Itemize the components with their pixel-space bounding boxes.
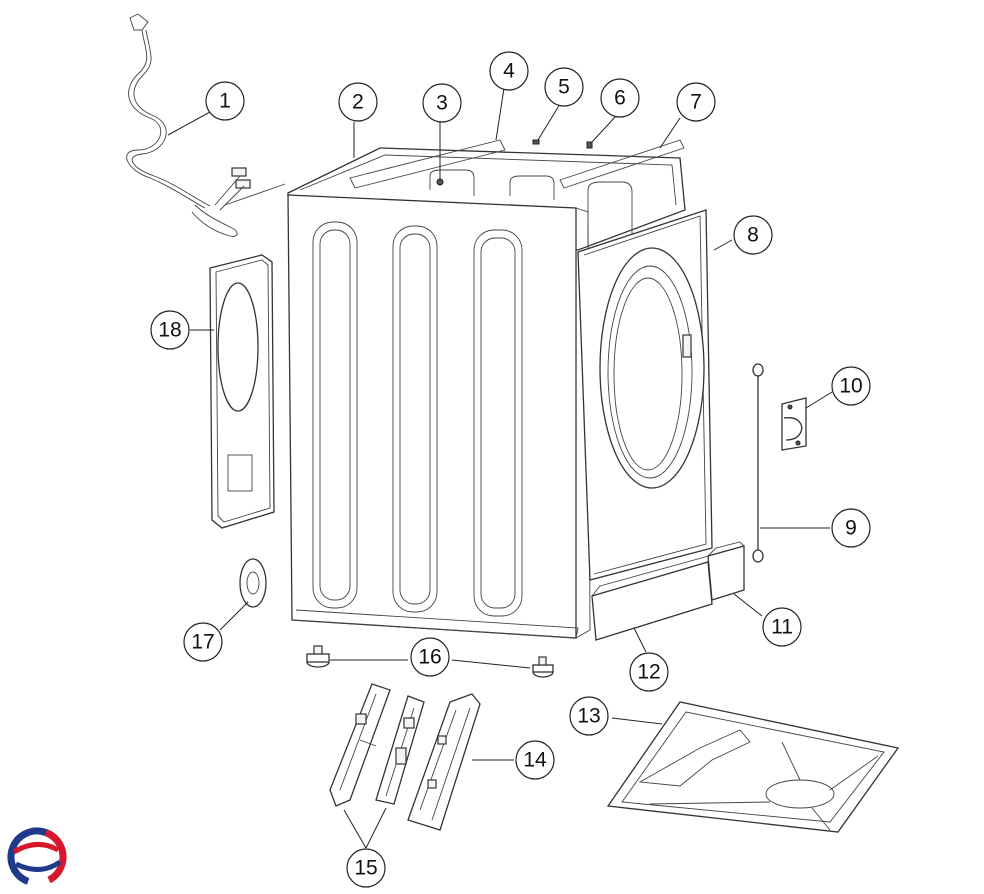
callout-label: 5 bbox=[558, 76, 570, 99]
callout-label: 6 bbox=[614, 87, 626, 110]
callout-15: 15 bbox=[346, 848, 386, 888]
callout-label: 12 bbox=[637, 661, 660, 684]
leveling-foot-right bbox=[532, 656, 554, 678]
callout-11: 11 bbox=[762, 607, 802, 647]
front-panel bbox=[577, 209, 713, 581]
door-clamp-bracket bbox=[781, 397, 807, 451]
callout-5: 5 bbox=[544, 67, 584, 107]
callout-label: 15 bbox=[354, 857, 377, 880]
callout-18: 18 bbox=[150, 310, 190, 350]
base-tray bbox=[606, 701, 900, 833]
callout-13: 13 bbox=[569, 696, 609, 736]
callout-label: 16 bbox=[418, 646, 441, 669]
callout-label: 18 bbox=[158, 319, 181, 342]
callout-label: 9 bbox=[845, 517, 857, 540]
callout-label: 8 bbox=[747, 224, 759, 247]
callout-label: 7 bbox=[690, 91, 702, 114]
callout-3: 3 bbox=[422, 83, 462, 123]
callout-8: 8 bbox=[733, 215, 773, 255]
callout-4: 4 bbox=[489, 51, 529, 91]
callout-16: 16 bbox=[410, 637, 450, 677]
callout-17: 17 bbox=[183, 622, 223, 662]
callout-12: 12 bbox=[629, 652, 669, 692]
tie-rod bbox=[752, 363, 764, 563]
callout-label: 10 bbox=[839, 375, 862, 398]
callout-label: 13 bbox=[577, 705, 600, 728]
callout-14: 14 bbox=[515, 740, 555, 780]
callout-7: 7 bbox=[676, 82, 716, 122]
cabinet bbox=[287, 139, 686, 639]
callout-2: 2 bbox=[338, 82, 378, 122]
callout-label: 14 bbox=[523, 749, 547, 772]
callout-9: 9 bbox=[831, 508, 871, 548]
filter-cover bbox=[707, 541, 745, 601]
callout-label: 1 bbox=[219, 90, 231, 113]
brand-logo-icon bbox=[7, 827, 67, 887]
callout-label: 17 bbox=[191, 631, 214, 654]
leveling-foot-left bbox=[306, 645, 330, 668]
callout-label: 2 bbox=[352, 91, 364, 114]
control-board-right bbox=[375, 695, 425, 805]
callout-label: 11 bbox=[771, 616, 793, 639]
callout-label: 3 bbox=[436, 92, 448, 115]
rear-panel bbox=[209, 254, 275, 529]
door-seal-disc bbox=[239, 558, 267, 608]
callout-10: 10 bbox=[831, 366, 871, 406]
callout-1: 1 bbox=[205, 81, 245, 121]
power-cord bbox=[126, 13, 286, 237]
control-board-left bbox=[329, 683, 391, 807]
leader-lines bbox=[167, 87, 833, 849]
callout-6: 6 bbox=[600, 78, 640, 118]
callout-label: 4 bbox=[503, 60, 515, 83]
control-panel-housing bbox=[407, 693, 481, 831]
